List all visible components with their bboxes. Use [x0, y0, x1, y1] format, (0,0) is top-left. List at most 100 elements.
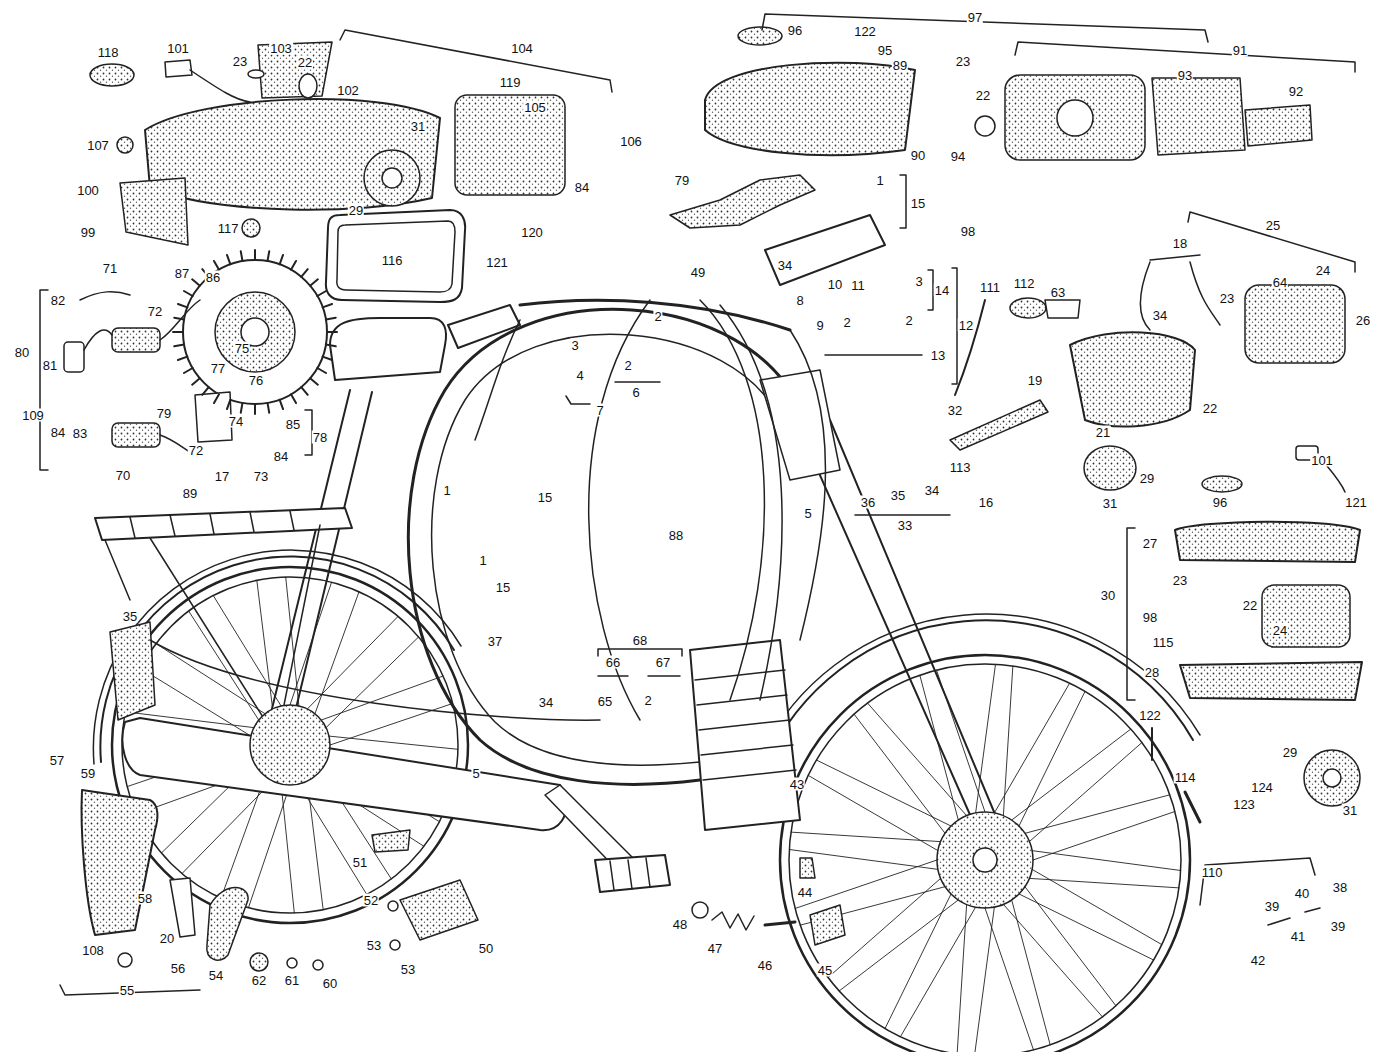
callout-number: 34	[1152, 309, 1168, 322]
callout-number: 48	[672, 918, 688, 931]
spring-108	[118, 953, 132, 967]
callout-number: 53	[366, 939, 382, 952]
bracket-line	[40, 290, 48, 470]
condenser	[64, 342, 84, 372]
callout-number: 94	[950, 150, 966, 163]
bracket-79	[670, 175, 815, 228]
callout-number: 12	[958, 319, 974, 332]
callout-number: 90	[910, 149, 926, 162]
throttle-15	[765, 215, 885, 285]
callout-number: 30	[1100, 589, 1116, 602]
callout-number: 10	[827, 278, 843, 291]
callout-number: 96	[787, 24, 803, 37]
callout-number: 75	[234, 342, 250, 355]
callout-number: 31	[410, 120, 426, 133]
nut-61	[287, 958, 297, 968]
switch-101	[165, 60, 192, 77]
cap-96	[1202, 476, 1242, 492]
nut-60	[313, 960, 323, 970]
bracket-line	[566, 396, 590, 404]
callout-number: 11	[850, 279, 866, 292]
bracket-line	[825, 354, 922, 356]
callout-number: 35	[890, 489, 906, 502]
callout-number: 95	[877, 44, 893, 57]
plate-51	[372, 830, 410, 852]
callout-number: 15	[910, 197, 926, 210]
callout-number: 113	[949, 461, 972, 474]
front-axle	[973, 848, 997, 872]
horn-29c-center	[1323, 769, 1341, 787]
callout-number: 39	[1264, 900, 1280, 913]
grommet-112	[1010, 298, 1046, 318]
callout-number: 92	[1288, 85, 1304, 98]
callout-number: 50	[478, 942, 494, 955]
bulb-22	[299, 74, 317, 98]
bolt-114	[1185, 792, 1200, 822]
callout-number: 124	[1250, 781, 1274, 794]
brake-lever	[475, 320, 520, 440]
callout-number: 86	[205, 271, 221, 284]
callout-number: 108	[81, 944, 105, 957]
callout-number: 72	[147, 305, 163, 318]
base-28	[1180, 662, 1362, 700]
callout-number: 31	[1342, 804, 1358, 817]
bulb-22b	[975, 116, 995, 136]
callout-number: 118	[97, 46, 120, 59]
callout-number: 29	[1139, 472, 1155, 485]
reflector-100	[120, 178, 188, 245]
callout-number: 101	[1310, 454, 1334, 467]
callout-number: 29	[348, 204, 364, 217]
flywheel-inner	[215, 292, 295, 372]
callout-number: 120	[520, 226, 544, 239]
callout-number: 43	[789, 778, 805, 791]
callout-number: 64	[1272, 276, 1288, 289]
callout-number: 102	[336, 84, 360, 97]
callout-number: 32	[947, 404, 963, 417]
front-rim	[789, 664, 1181, 1052]
callout-number: 2	[643, 694, 652, 707]
callout-number: 74	[228, 415, 244, 428]
callout-number: 9	[815, 319, 824, 332]
callout-number: 123	[1232, 798, 1256, 811]
bolt-46	[765, 922, 795, 925]
callout-number: 34	[924, 484, 940, 497]
callout-number: 59	[80, 767, 96, 780]
callout-number: 100	[76, 184, 100, 197]
reflector-54	[207, 888, 248, 961]
callout-number: 35	[122, 610, 138, 623]
callout-number: 36	[860, 496, 876, 509]
front-tire	[780, 655, 1190, 1052]
rear-hub	[250, 705, 330, 785]
callout-number: 103	[269, 42, 293, 55]
callout-number: 111	[979, 281, 1001, 294]
bracket-line	[928, 270, 933, 310]
callout-number: 121	[1344, 496, 1368, 509]
callout-number: 53	[400, 963, 416, 976]
callout-number: 84	[574, 181, 590, 194]
bolt-122	[1151, 728, 1153, 760]
callout-number: 82	[50, 294, 66, 307]
callout-number: 40	[1294, 887, 1310, 900]
rack	[95, 508, 352, 540]
front-hub	[937, 812, 1033, 908]
callout-number: 68	[632, 634, 648, 647]
rear-wire	[150, 640, 600, 720]
engine-fins	[695, 670, 796, 780]
callout-number: 2	[842, 316, 851, 329]
callout-number: 29	[1282, 746, 1298, 759]
cable-111	[955, 300, 985, 395]
lamp-24b	[1262, 585, 1350, 647]
callout-number: 15	[495, 581, 511, 594]
callout-number: 27	[1142, 537, 1158, 550]
callout-number: 41	[1290, 930, 1306, 943]
callout-number: 13	[930, 349, 946, 362]
part-45	[810, 905, 845, 945]
front-fender	[760, 620, 1193, 778]
lever-19	[950, 400, 1048, 450]
callout-number: 98	[960, 225, 976, 238]
callout-number: 121	[485, 256, 509, 269]
saddle	[330, 318, 446, 380]
callout-number: 8	[795, 294, 804, 307]
tank	[705, 63, 915, 155]
callout-number: 85	[285, 418, 301, 431]
